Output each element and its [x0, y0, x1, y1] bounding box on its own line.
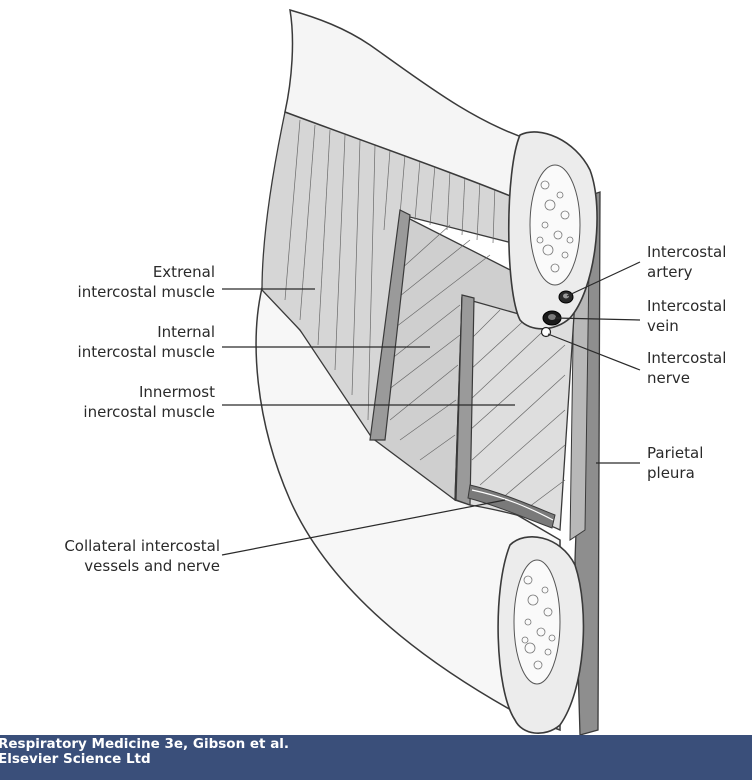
lower-rib-marrow — [514, 560, 560, 684]
label-intercostal-nerve: Intercostal nerve — [647, 348, 726, 388]
label-intercostal-vein: Intercostal vein — [647, 296, 726, 336]
intercostal-nerve-fiber — [542, 328, 551, 337]
intercostal-space-diagram — [0, 0, 752, 735]
label-collateral-vessels: Collateral intercostal vessels and nerve — [5, 536, 220, 576]
upper-rib-marrow — [530, 165, 580, 285]
label-parietal-pleura: Parietal pleura — [647, 443, 703, 483]
label-intercostal-artery: Intercostal artery — [647, 242, 726, 282]
footer-publisher: Elsevier Science Ltd — [0, 752, 752, 767]
label-internal-intercostal: Internal intercostal muscle — [20, 322, 215, 362]
source-footer-bar: Respiratory Medicine 3e, Gibson et al. E… — [0, 735, 752, 780]
footer-citation: Respiratory Medicine 3e, Gibson et al. — [0, 737, 752, 752]
label-innermost-intercostal: Innermost inercostal muscle — [20, 382, 215, 422]
label-external-intercostal: Extrenal intercostal muscle — [20, 262, 215, 302]
